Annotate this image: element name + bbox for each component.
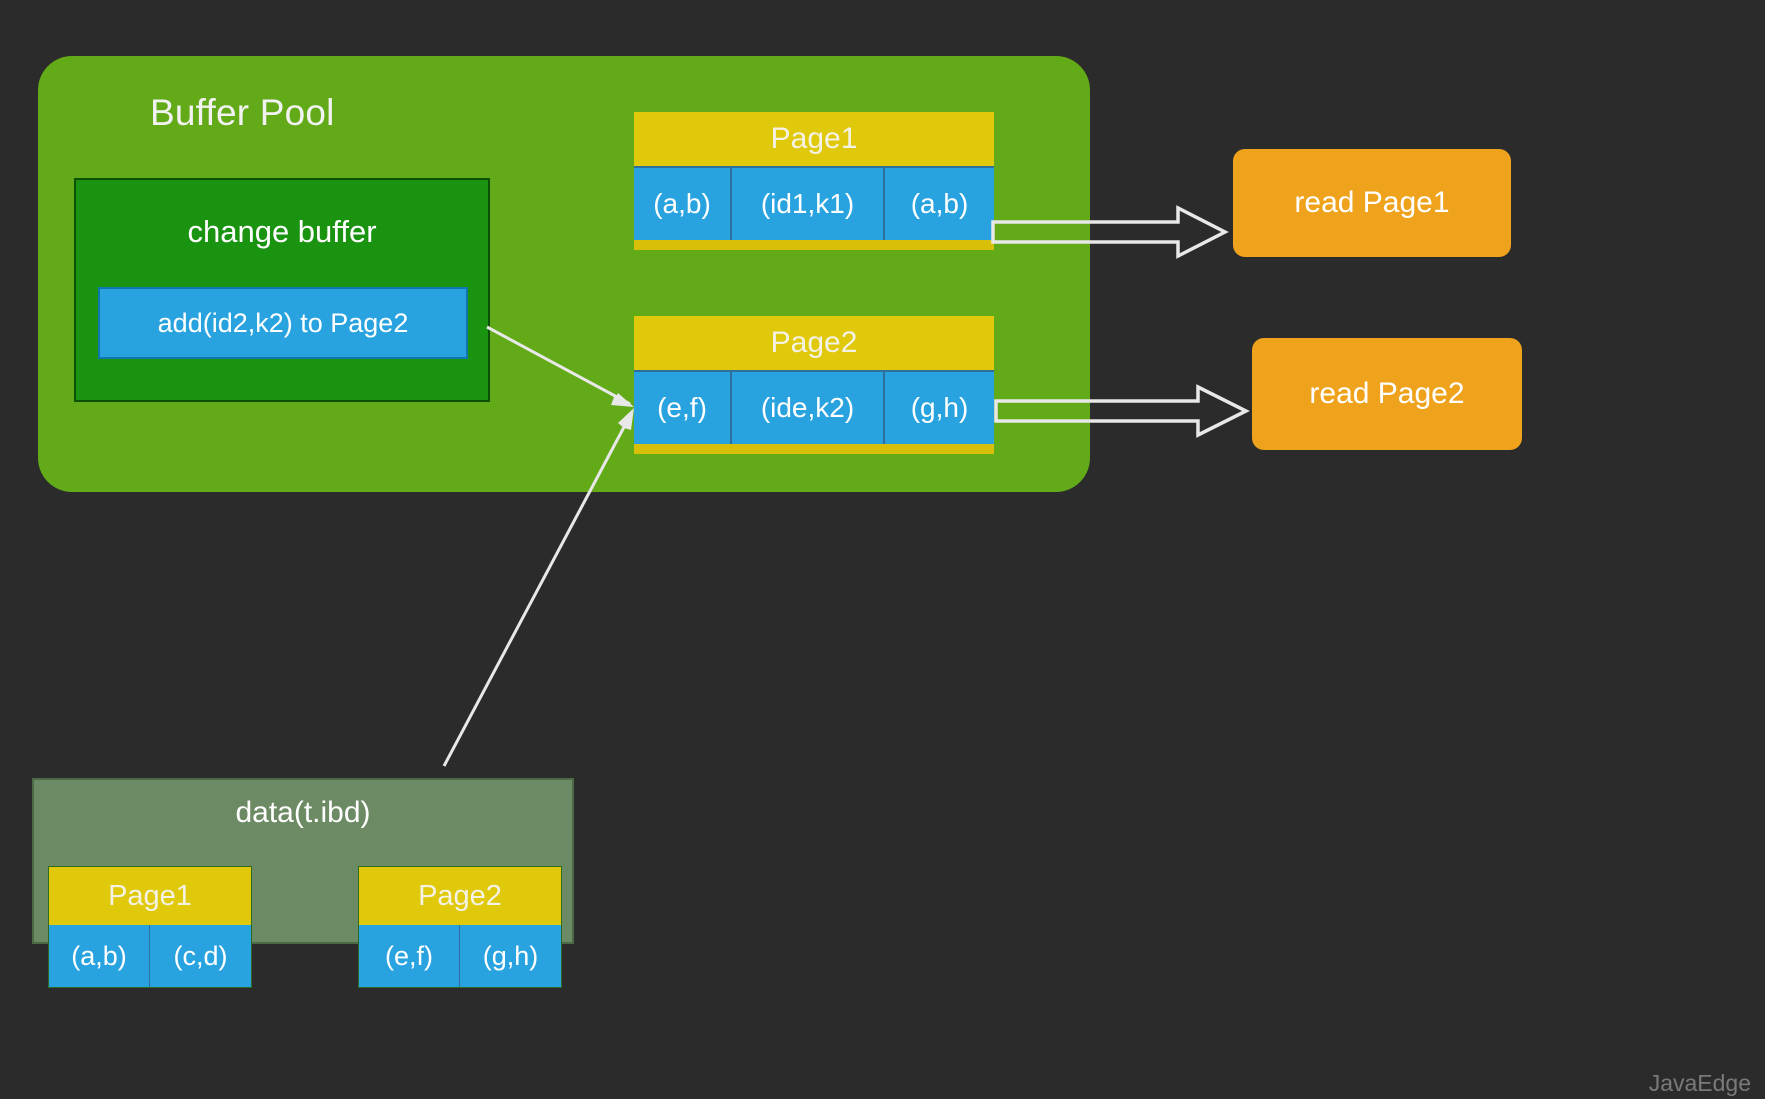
disk-page2-cells: (e,f) (g,h): [359, 925, 561, 987]
change-buffer-entry: add(id2,k2) to Page2: [98, 287, 468, 359]
read-page2-label: read Page2: [1309, 377, 1465, 410]
pool-page1-cells: (a,b) (id1,k1) (a,b): [634, 166, 994, 240]
data-file-title: data(t.ibd): [235, 796, 371, 829]
pool-page1-header: Page1: [634, 112, 994, 166]
pool-page2-cell-2-label: (ide,k2): [760, 392, 855, 423]
pool-page1-cell-1-label: (a,b): [653, 188, 711, 219]
read-page1-label: read Page1: [1294, 186, 1450, 219]
disk-page1-cells: (a,b) (c,d): [49, 925, 251, 987]
change-buffer-title: change buffer: [187, 214, 377, 249]
pool-page2-cell-3: (g,h): [885, 372, 994, 444]
pool-page1-block: Page1 (a,b) (id1,k1) (a,b): [634, 112, 994, 250]
pool-page2-header-label: Page2: [770, 326, 858, 359]
disk-page1-block: Page1 (a,b) (c,d): [48, 866, 252, 988]
disk-page1-cell-2: (c,d): [150, 925, 251, 987]
disk-page2-cell-1: (e,f): [359, 925, 460, 987]
disk-page2-cell-2-label: (g,h): [482, 940, 539, 971]
pool-page1-cell-3: (a,b): [885, 168, 994, 240]
change-buffer-entry-label: add(id2,k2) to Page2: [157, 307, 409, 338]
disk-page1-cell-1: (a,b): [49, 925, 150, 987]
pool-page1-cell-2-label: (id1,k1): [760, 188, 855, 219]
change-buffer-panel: change buffer add(id2,k2) to Page2: [74, 178, 490, 402]
disk-page2-cell-2: (g,h): [460, 925, 561, 987]
buffer-pool-title: Buffer Pool: [150, 92, 335, 133]
pool-page2-cell-2: (ide,k2): [732, 372, 885, 444]
pool-page2-cell-3-label: (g,h): [910, 392, 969, 423]
data-file-panel: data(t.ibd) Page1 (a,b) (c,d) Page2 (e,f…: [32, 778, 574, 988]
pool-page2-block: Page2 (e,f) (ide,k2) (g,h): [634, 316, 994, 454]
disk-page2-cell-1-label: (e,f): [384, 940, 433, 971]
pool-page1-footer: [634, 240, 994, 250]
disk-page1-cell-2-label: (c,d): [173, 940, 228, 971]
pool-page2-header: Page2: [634, 316, 994, 370]
disk-page1-cell-1-label: (a,b): [71, 940, 127, 971]
pool-page2-footer: [634, 444, 994, 454]
pool-page2-cells: (e,f) (ide,k2) (g,h): [634, 370, 994, 444]
disk-page1-header: Page1: [49, 867, 251, 925]
disk-page2-header: Page2: [359, 867, 561, 925]
disk-page2-header-label: Page2: [418, 879, 502, 912]
pool-page2-cell-1: (e,f): [634, 372, 732, 444]
read-page2-box: read Page2: [1252, 338, 1522, 450]
read-page1-box: read Page1: [1233, 149, 1511, 257]
disk-page2-block: Page2 (e,f) (g,h): [358, 866, 562, 988]
pool-page1-cell-1: (a,b): [634, 168, 732, 240]
disk-page1-header-label: Page1: [108, 879, 192, 912]
pool-page1-cell-3-label: (a,b): [910, 188, 969, 219]
pool-page1-header-label: Page1: [770, 122, 858, 155]
pool-page2-cell-1-label: (e,f): [657, 392, 707, 423]
watermark-javaedge: JavaEdge: [1648, 1070, 1751, 1096]
pool-page1-cell-2: (id1,k1): [732, 168, 885, 240]
